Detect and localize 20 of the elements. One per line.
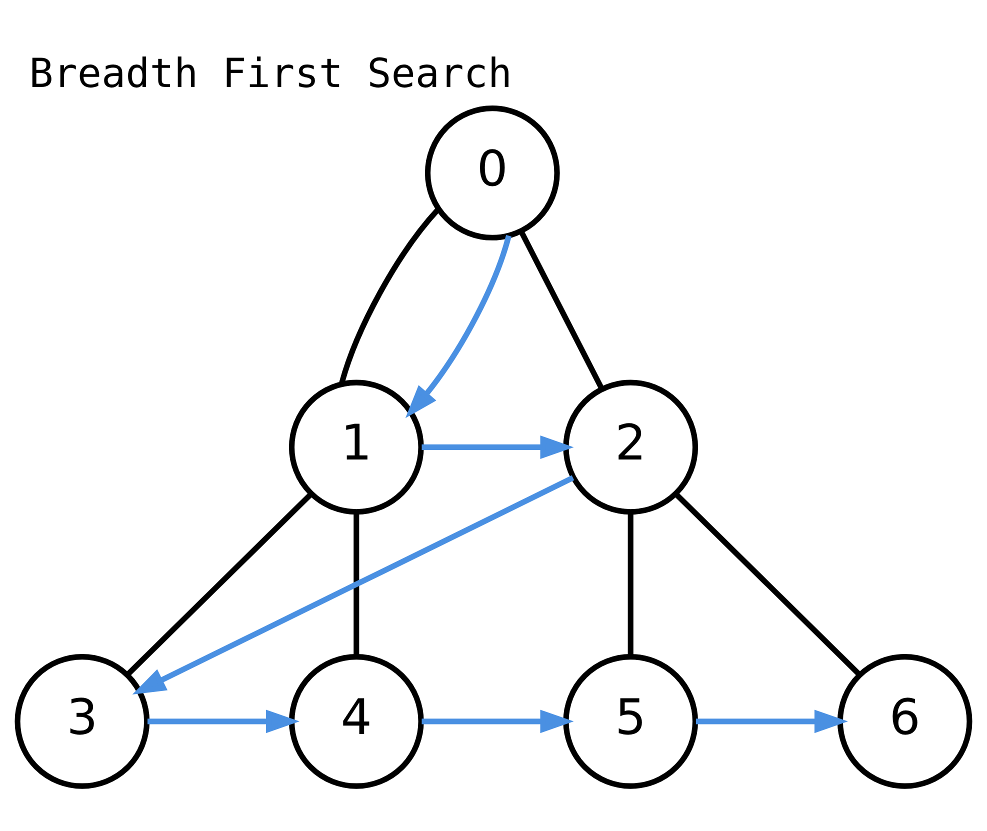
arrow: [148, 709, 300, 733]
arrow: [405, 234, 512, 418]
node-circle: 3: [14, 653, 150, 788]
node-circle: 4: [288, 653, 424, 788]
connector: [628, 512, 634, 656]
arrow: [422, 709, 574, 733]
diagram-title: Breadth First Search: [29, 50, 512, 96]
arrow: [132, 474, 574, 694]
connector: [354, 512, 360, 656]
node-circle: 2: [563, 379, 698, 514]
connector: [518, 229, 604, 390]
node-circle: 6: [837, 653, 972, 788]
arrow: [422, 434, 574, 458]
arrow: [696, 709, 848, 733]
node-circle: 5: [563, 653, 698, 788]
connector: [674, 492, 862, 676]
node-circle: 1: [288, 379, 424, 514]
node-circle: 0: [424, 105, 560, 240]
connector: [126, 492, 314, 676]
connector: [339, 207, 440, 384]
